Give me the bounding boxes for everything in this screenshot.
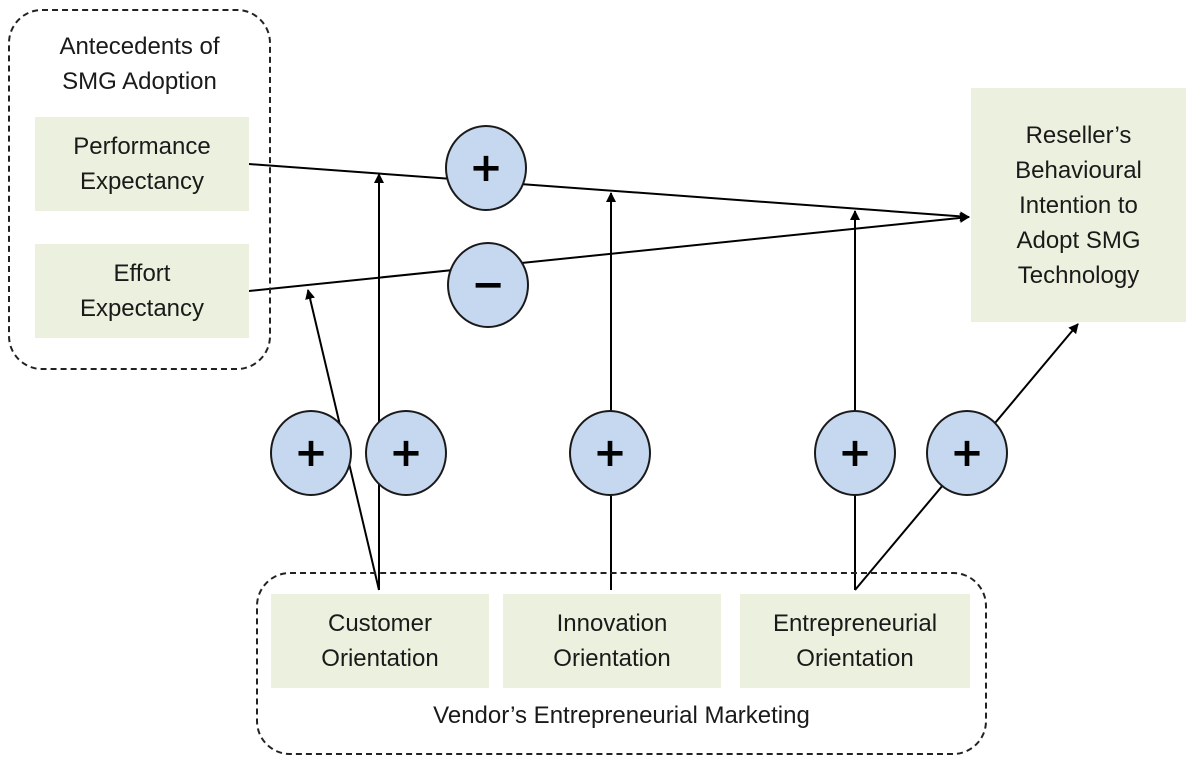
antecedents-group xyxy=(8,9,271,370)
vendor-marketing-group xyxy=(256,572,987,755)
arrow-effort-to-intention xyxy=(248,212,970,292)
entrepreneurial-main-sign: + xyxy=(814,410,896,496)
customer-to-performance-sign: + xyxy=(365,410,447,496)
performance-expectancy-box: Performance Expectancy xyxy=(35,117,249,211)
entrepreneurial-intention-sign: + xyxy=(926,410,1008,496)
vendor-marketing-group-title: Vendor’s Entrepreneurial Marketing xyxy=(433,702,810,729)
entrepreneurial-orientation-box: Entrepreneurial Orientation xyxy=(740,594,970,688)
customer-to-effort-sign: + xyxy=(270,410,352,496)
behavioural-intention-box: Reseller’s Behavioural Intention to Adop… xyxy=(971,88,1186,322)
effort-expectancy-box: Effort Expectancy xyxy=(35,244,249,338)
innovation-orientation-box: Innovation Orientation xyxy=(503,594,721,688)
arrow-performance-to-intention xyxy=(248,163,970,222)
effort-path-sign: − xyxy=(447,242,529,328)
antecedents-group-title: Antecedents of SMG Adoption xyxy=(59,33,220,95)
innovation-sign: + xyxy=(569,410,651,496)
performance-path-sign: + xyxy=(445,125,527,211)
customer-orientation-box: Customer Orientation xyxy=(271,594,489,688)
